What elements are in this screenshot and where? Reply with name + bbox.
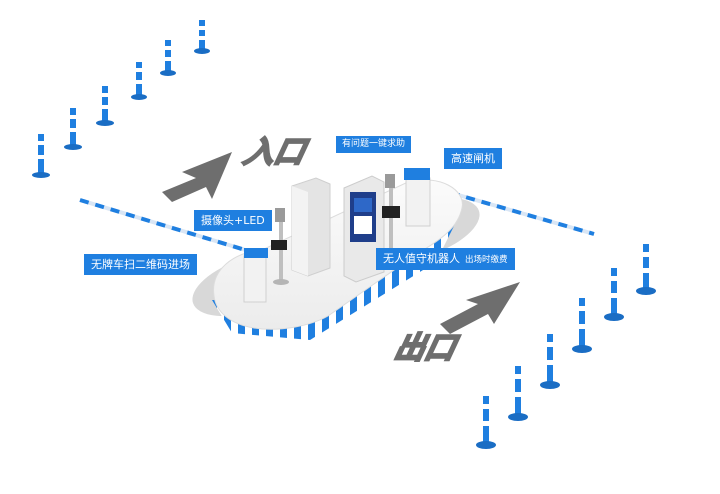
- exit-arrow-icon: [440, 282, 520, 334]
- traffic-post-icon: [540, 334, 560, 389]
- traffic-post-icon: [508, 366, 528, 421]
- equipment-column-icon: [291, 177, 331, 277]
- traffic-post-icon: [572, 298, 592, 353]
- traffic-post-icon: [194, 20, 210, 54]
- traffic-post-icon: [604, 268, 624, 321]
- traffic-post-icon: [32, 134, 50, 178]
- unattended-robot-label: 无人值守机器人出场时缴费: [376, 248, 515, 270]
- plate-scan-entry-label: 无牌车扫二维码进场: [84, 254, 197, 275]
- entrance-arrow-icon: [162, 152, 232, 202]
- camera-led-label: 摄像头+LED: [194, 210, 272, 231]
- traffic-post-row-left: [32, 20, 210, 178]
- traffic-post-icon: [64, 108, 82, 150]
- traffic-post-row-right: [476, 244, 656, 449]
- exit-barrier-gate-icon: [404, 168, 431, 227]
- exit-road-text: 出口: [390, 331, 466, 365]
- traffic-post-icon: [636, 244, 656, 295]
- barrier-gate-label: 高速闸机: [444, 148, 502, 169]
- camera-led-pole-icon: [271, 208, 289, 285]
- traffic-post-icon: [160, 40, 176, 76]
- entry-barrier-gate-icon: [243, 248, 268, 303]
- entrance-road-text: 入口: [239, 135, 315, 169]
- traffic-post-icon: [96, 86, 114, 126]
- traffic-post-icon: [131, 62, 147, 100]
- exit-payment-text: 出场时缴费: [465, 255, 508, 265]
- unattended-robot-text: 无人值守机器人: [383, 252, 460, 265]
- unattended-robot-kiosk-icon: [343, 175, 385, 283]
- traffic-post-icon: [476, 396, 496, 449]
- help-button-label: 有问题一键求助: [336, 136, 412, 153]
- entry-barrier-arm: [79, 198, 253, 254]
